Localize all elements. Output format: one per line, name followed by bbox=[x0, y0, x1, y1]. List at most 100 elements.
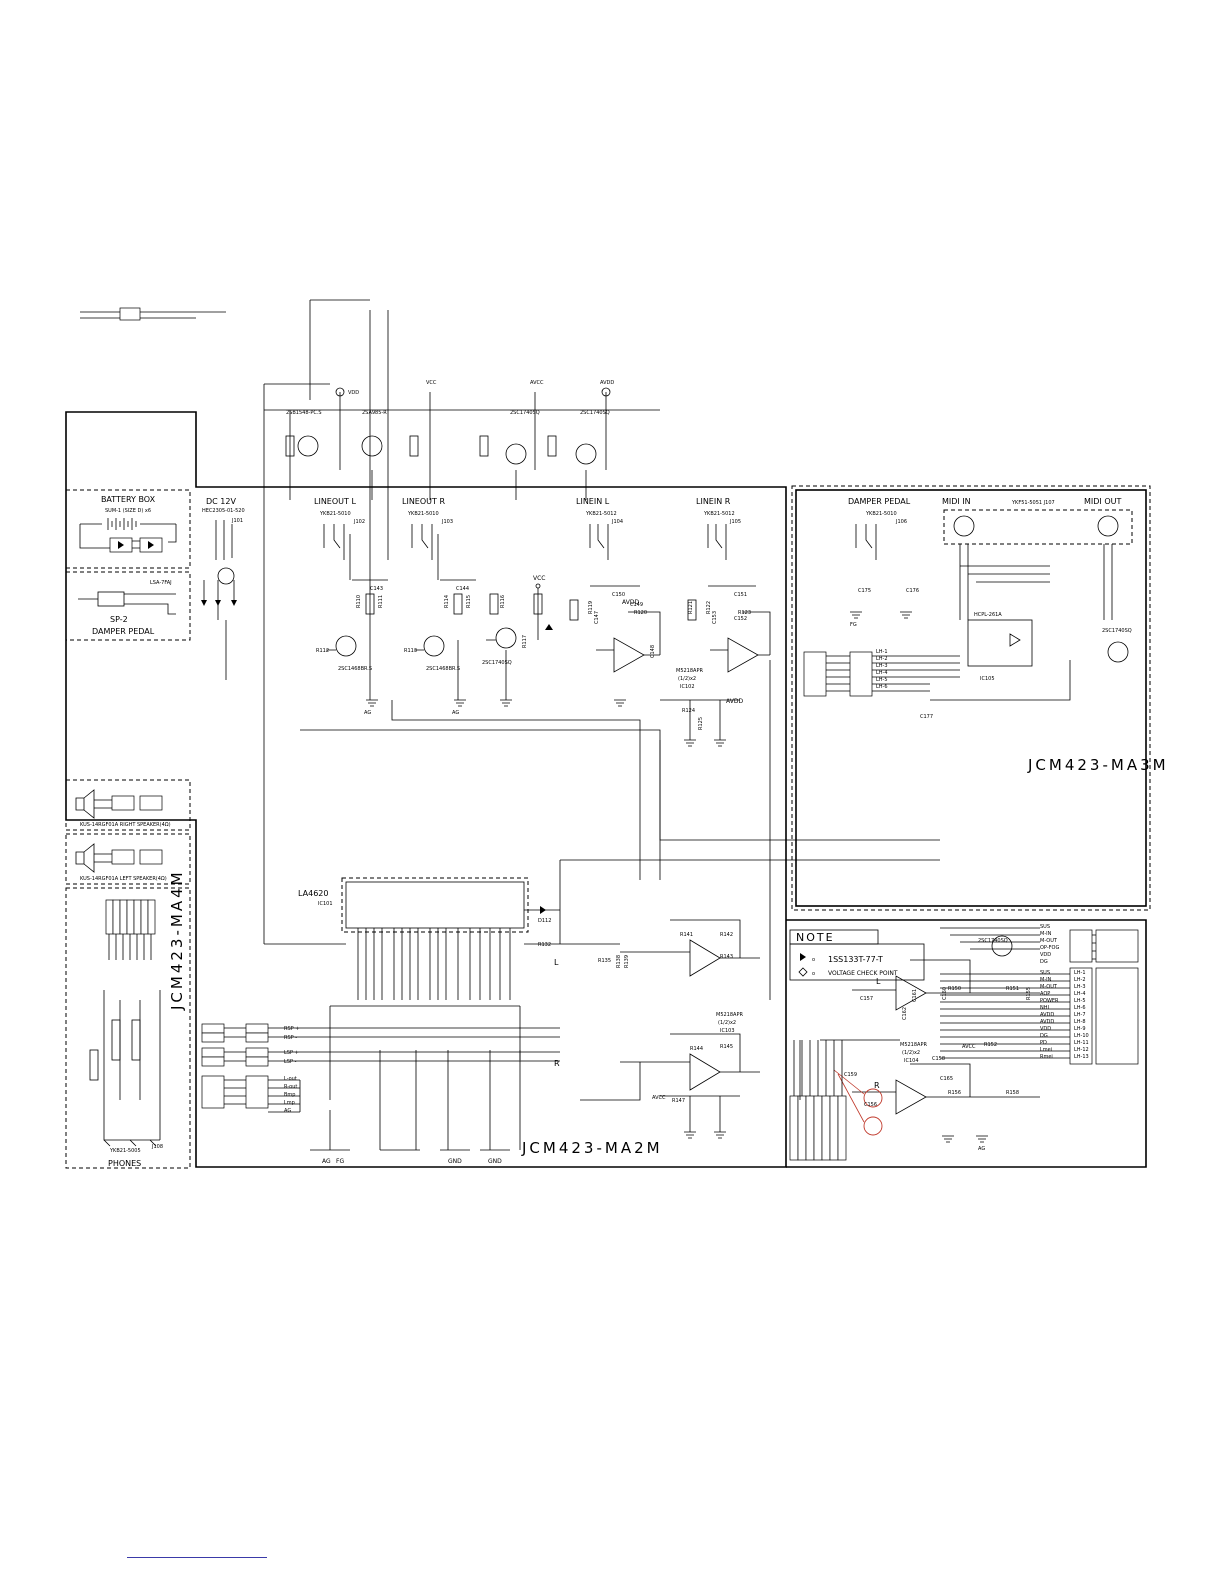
bus-signal: DG bbox=[1040, 959, 1048, 965]
bus-signal: Rmei bbox=[1040, 1054, 1053, 1060]
connector-pin: LH-13 bbox=[1074, 1054, 1089, 1060]
ic103-ref: IC103 bbox=[720, 1028, 735, 1034]
ic104-ref: IC104 bbox=[904, 1058, 919, 1064]
note-item-2: VOLTAGE CHECK POINT bbox=[828, 970, 898, 977]
ic105-ref: IC105 bbox=[980, 676, 995, 682]
resistor-ref: R123 bbox=[738, 610, 751, 616]
ic104-unit: (1/2)x2 bbox=[902, 1050, 920, 1056]
note-marker: o bbox=[812, 957, 815, 963]
resistor-ref: R115 bbox=[466, 595, 472, 608]
midi-in-label: MIDI IN bbox=[942, 497, 971, 506]
resistor-ref: R122 bbox=[706, 601, 712, 614]
highlight-circle bbox=[863, 1116, 883, 1136]
resistor-ref: R156 bbox=[948, 1090, 961, 1096]
connector-pin: LH-3 bbox=[1074, 984, 1086, 990]
ic102-ref: IC102 bbox=[680, 684, 695, 690]
capacitor-ref: C143 bbox=[370, 586, 383, 592]
q103-part: 2SA985-R bbox=[362, 410, 387, 416]
ma4m-board: JCM423-MA4M YKB21-5005 J108 PHONES bbox=[89, 869, 186, 1168]
ma3m-outline bbox=[795, 489, 1147, 907]
connector-pin: LH-12 bbox=[1074, 1047, 1089, 1053]
capacitor-ref: C159 bbox=[844, 1072, 857, 1078]
dc-part: HEC2305-01-520 bbox=[202, 508, 245, 514]
connector-pin: LH-7 bbox=[1074, 1012, 1086, 1018]
bus-signal: PD bbox=[1040, 1040, 1047, 1046]
capacitor-ref: C153 bbox=[712, 611, 718, 624]
bus-label-column: RSP + RSP - LSP + LSP - L-out R-out Bmp … bbox=[284, 1026, 299, 1114]
d112-label: D112 bbox=[538, 918, 551, 924]
capacitor-ref: C175 bbox=[858, 588, 871, 594]
bus-label: AG bbox=[284, 1108, 291, 1114]
bus-signal: M-OUT bbox=[1040, 984, 1058, 990]
resistor-ref: R120 bbox=[634, 610, 647, 616]
resistor-ref: R151 bbox=[1006, 986, 1019, 992]
resistor-ref: R142 bbox=[720, 932, 733, 938]
capacitor-ref: C144 bbox=[456, 586, 469, 592]
bus-label: Lmp bbox=[284, 1100, 295, 1106]
resistor-ref: R135 bbox=[598, 958, 611, 964]
bus-signal: M-IN bbox=[1040, 931, 1052, 937]
resistor-ref: R141 bbox=[680, 932, 693, 938]
la4620-pins bbox=[357, 928, 511, 1000]
power-amp-ref: IC101 bbox=[318, 901, 333, 907]
resistor-ref: R119 bbox=[588, 601, 594, 614]
ag-q108: AG bbox=[452, 710, 459, 716]
resistor-ref: R116 bbox=[500, 595, 506, 608]
ic103-opamps: L R M5218APR (1/2)x2 IC103 AVCC bbox=[554, 919, 760, 1132]
connector-pin: LH-8 bbox=[1074, 1019, 1086, 1025]
resistor-ref: R110 bbox=[356, 595, 362, 608]
capacitor-ref: C162 bbox=[902, 1007, 908, 1020]
resistor-ref: R155 bbox=[1026, 987, 1032, 1000]
lineout-l-part: YKB21-5010 bbox=[319, 511, 351, 517]
dc-ref: J101 bbox=[231, 518, 243, 524]
linein-l-ref: J104 bbox=[611, 519, 623, 525]
vdd-q101: VDD bbox=[348, 390, 359, 396]
ma3m-pin: LH-3 bbox=[876, 663, 888, 669]
bus-signal: M-IN bbox=[1040, 977, 1052, 983]
bus-signal: POWER bbox=[1040, 998, 1059, 1004]
footer-link-underline bbox=[127, 1557, 267, 1558]
bus-label: L-out bbox=[284, 1076, 297, 1082]
capacitor-ref: C158 bbox=[932, 1056, 945, 1062]
connector-pin: LH-5 bbox=[1074, 998, 1086, 1004]
dc-jack: DC 12V HEC2305-01-520 J101 bbox=[80, 307, 245, 680]
ic102-opamps: AVDD M5218APR (1/2)x2 IC102 AVDD bbox=[596, 599, 771, 740]
connector-pin: LH-1 bbox=[1074, 970, 1086, 976]
capacitor-ref: C149 bbox=[630, 602, 643, 608]
left-speaker-panel bbox=[65, 833, 191, 885]
right-speaker-label: KUS-14RGF01A RIGHT SPEAKER(4Ω) bbox=[80, 822, 171, 828]
ma3m-pin-labels: LH-1 LH-2 LH-3 LH-4 LH-5 LH-6 LH-7 LH-8 … bbox=[1074, 970, 1089, 1060]
right-connector-labels-bottom: SUS M-IN M-OUT AOP POWER NHI AVDD AVDD V… bbox=[1040, 970, 1059, 1060]
resistor-ref: R117 bbox=[522, 635, 528, 648]
ma3m-damper-ref: J106 bbox=[895, 519, 907, 525]
capacitor-ref: C176 bbox=[906, 588, 919, 594]
ma3m-pin: LH-5 bbox=[876, 677, 888, 683]
avcc-ic103: AVCC bbox=[652, 1095, 666, 1101]
ic103-unit: (1/2)x2 bbox=[718, 1020, 736, 1026]
capacitor-ref: C147 bbox=[594, 611, 600, 624]
lineout-r-part: YKB21-5010 bbox=[407, 511, 439, 517]
resistor-ref: R125 bbox=[698, 717, 704, 730]
bus-label: LSP - bbox=[284, 1059, 297, 1065]
ma3m-damper-label: DAMPER PEDAL bbox=[848, 497, 911, 506]
resistor-ref: R158 bbox=[1006, 1090, 1019, 1096]
ma3m-dashed-outline bbox=[791, 485, 1151, 911]
q105-part: 2SC1740SQ bbox=[510, 410, 540, 416]
capacitor-ref: C165 bbox=[940, 1076, 953, 1082]
q106-part: 2SC1740SQ bbox=[580, 410, 610, 416]
capacitor-ref: C177 bbox=[920, 714, 933, 720]
resistor-ref: R152 bbox=[984, 1042, 997, 1048]
connector-pin: LH-2 bbox=[1074, 977, 1086, 983]
ma3m-damper-part: YKB21-5010 bbox=[865, 511, 897, 517]
ic102-unit: (1/2)x2 bbox=[678, 676, 696, 682]
capacitor-ref: C157 bbox=[860, 996, 873, 1002]
left-speaker-label: KUS-14RGF01A LEFT SPEAKER(4Ω) bbox=[80, 876, 167, 882]
avdd-bias: AVDD bbox=[726, 698, 743, 705]
connector-pin: LH-11 bbox=[1074, 1040, 1089, 1046]
marker-l-right: L bbox=[876, 977, 881, 986]
resistor-ref: R111 bbox=[378, 595, 384, 608]
ma3m-pin: LH-1 bbox=[876, 649, 888, 655]
bus-label: RSP + bbox=[284, 1026, 299, 1032]
q111-ma3m-part: 2SC1740SQ bbox=[1102, 628, 1132, 634]
